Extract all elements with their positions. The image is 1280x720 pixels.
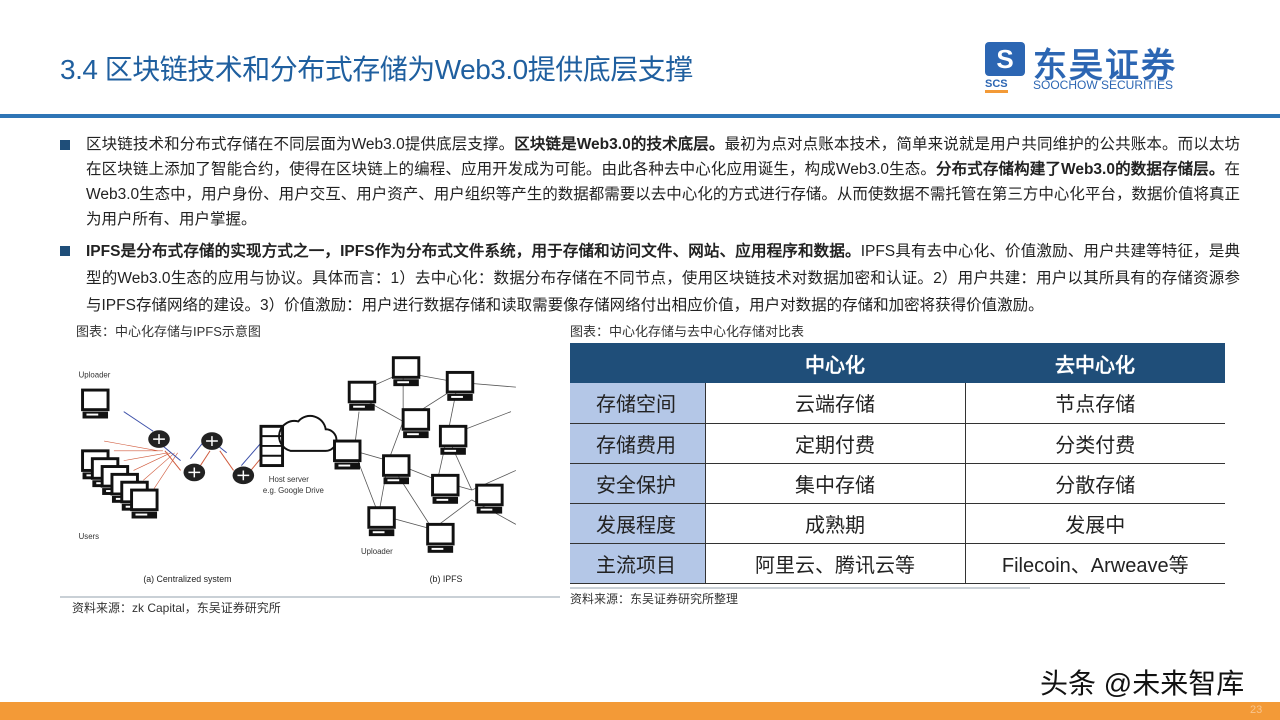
comparison-table: 中心化去中心化 存储空间云端存储节点存储存储费用定期付费分类付费安全保护集中存储… bbox=[570, 343, 1225, 584]
table-row: 安全保护集中存储分散存储 bbox=[570, 463, 1225, 504]
bullet-square-icon bbox=[60, 246, 70, 256]
page-number: 23 bbox=[1250, 704, 1263, 716]
table-cell: 集中存储 bbox=[705, 463, 966, 504]
host-server-example: e.g. Google Drive bbox=[263, 486, 324, 495]
bullet-square-icon bbox=[60, 140, 70, 150]
router-icon bbox=[182, 462, 206, 482]
text: IPFS具有去中心化、价值激励、用户共建等特征，是典型的Web3.0生态的应用与… bbox=[86, 243, 1241, 314]
table-header-cell: 去中心化 bbox=[965, 343, 1225, 383]
left-source: 资料来源：zk Capital，东吴证券研究所 bbox=[72, 601, 281, 615]
bold-text: 区块链是Web3.0的技术底层。 bbox=[514, 136, 725, 153]
table-cell: Filecoin、Arweave等 bbox=[965, 543, 1225, 584]
left-figure-caption: 图表：中心化存储与IPFS示意图 bbox=[76, 324, 261, 339]
footer-bar bbox=[0, 702, 1280, 720]
bullet-2: IPFS是分布式存储的实现方式之一，IPFS作为分布式文件系统，用于存储和访问文… bbox=[60, 238, 1240, 319]
ipfs-node-computers-icon bbox=[333, 356, 504, 555]
company-logo: S SCS 东吴证券 SOOCHOW SECURITIES bbox=[985, 40, 1205, 96]
bullet-text: IPFS是分布式存储的实现方式之一，IPFS作为分布式文件系统，用于存储和访问文… bbox=[86, 238, 1240, 319]
table-row: 存储费用定期付费分类付费 bbox=[570, 423, 1225, 464]
row-header-cell: 存储空间 bbox=[570, 383, 706, 424]
host-server-label: Host server bbox=[269, 475, 309, 484]
right-figure-caption: 图表：中心化存储与去中心化存储对比表 bbox=[570, 324, 805, 339]
table-row: 发展程度成熟期发展中 bbox=[570, 503, 1225, 544]
users-label: Users bbox=[79, 532, 100, 541]
logo-en: SOOCHOW SECURITIES bbox=[1033, 78, 1174, 92]
right-source-divider bbox=[570, 586, 1030, 589]
row-header-cell: 发展程度 bbox=[570, 503, 706, 544]
table-cell: 分散存储 bbox=[965, 463, 1225, 504]
figures: 图表：中心化存储与IPFS示意图 Uploader Users bbox=[60, 323, 1240, 616]
bold-text: 分布式存储构建了Web3.0的数据存储层。 bbox=[936, 161, 1225, 178]
table-cell: 云端存储 bbox=[705, 383, 966, 424]
content: 区块链技术和分布式存储在不同层面为Web3.0提供底层支撑。区块链是Web3.0… bbox=[60, 132, 1240, 616]
watermark: 头条 @未来智库 bbox=[1040, 668, 1245, 699]
title-divider bbox=[0, 114, 1280, 118]
row-header-cell: 存储费用 bbox=[570, 423, 706, 464]
table-cell: 成熟期 bbox=[705, 503, 966, 544]
text: 在Web3.0生态中，用户身份、用户交互、用户资产、用户组织等产生的数据都需要以… bbox=[86, 161, 1240, 228]
left-figure: 图表：中心化存储与IPFS示意图 Uploader Users bbox=[60, 323, 560, 616]
bullet-1: 区块链技术和分布式存储在不同层面为Web3.0提供底层支撑。区块链是Web3.0… bbox=[60, 132, 1240, 232]
table-row: 存储空间云端存储节点存储 bbox=[570, 383, 1225, 424]
ipfs-label: (b) IPFS bbox=[430, 574, 463, 584]
router-icon bbox=[200, 431, 224, 451]
bullet-text: 区块链技术和分布式存储在不同层面为Web3.0提供底层支撑。区块链是Web3.0… bbox=[86, 132, 1240, 232]
left-source-divider bbox=[60, 596, 560, 598]
table-cell: 节点存储 bbox=[965, 383, 1225, 424]
row-header-cell: 主流项目 bbox=[570, 543, 706, 584]
table-cell: 定期付费 bbox=[705, 423, 966, 464]
table-header-cell: 中心化 bbox=[705, 343, 965, 383]
table-cell: 发展中 bbox=[965, 503, 1225, 544]
table-cell: 分类付费 bbox=[965, 423, 1225, 464]
table-header-cell bbox=[570, 343, 705, 383]
table-cell: 阿里云、腾讯云等 bbox=[705, 543, 966, 584]
ipfs-uploader-label: Uploader bbox=[361, 547, 393, 556]
users-computers-icon bbox=[81, 449, 159, 520]
uploader-computer-icon bbox=[81, 388, 110, 420]
host-server-icon bbox=[259, 414, 338, 468]
storage-diagram: Uploader Users Host server e.g. Google D… bbox=[79, 356, 517, 584]
table-header-row: 中心化去中心化 bbox=[570, 343, 1225, 383]
right-figure: 图表：中心化存储与去中心化存储对比表 中心化去中心化 存储空间云端存储节点存储存… bbox=[570, 323, 1227, 616]
page-title: 3.4 区块链技术和分布式存储为Web3.0提供底层支撑 bbox=[60, 54, 693, 85]
logo-mark-icon: S bbox=[985, 42, 1025, 76]
logo-scs: SCS bbox=[985, 78, 1008, 93]
router-icon bbox=[231, 465, 255, 485]
right-source: 资料来源：东吴证券研究所整理 bbox=[570, 591, 739, 606]
bold-text: IPFS是分布式存储的实现方式之一，IPFS作为分布式文件系统，用于存储和访问文… bbox=[86, 243, 861, 260]
row-header-cell: 安全保护 bbox=[570, 463, 706, 504]
centralized-label: (a) Centralized system bbox=[143, 574, 231, 584]
text: 区块链技术和分布式存储在不同层面为Web3.0提供底层支撑。 bbox=[86, 136, 515, 153]
text: 最初为点对点账本技术，简单来说就是用户共同维护的公共账本。而以太坊在区块链上添加… bbox=[86, 136, 1240, 178]
logo-cn: 东吴证券 bbox=[1033, 47, 1177, 85]
uploader-label: Uploader bbox=[79, 370, 111, 379]
router-icon bbox=[147, 429, 171, 449]
